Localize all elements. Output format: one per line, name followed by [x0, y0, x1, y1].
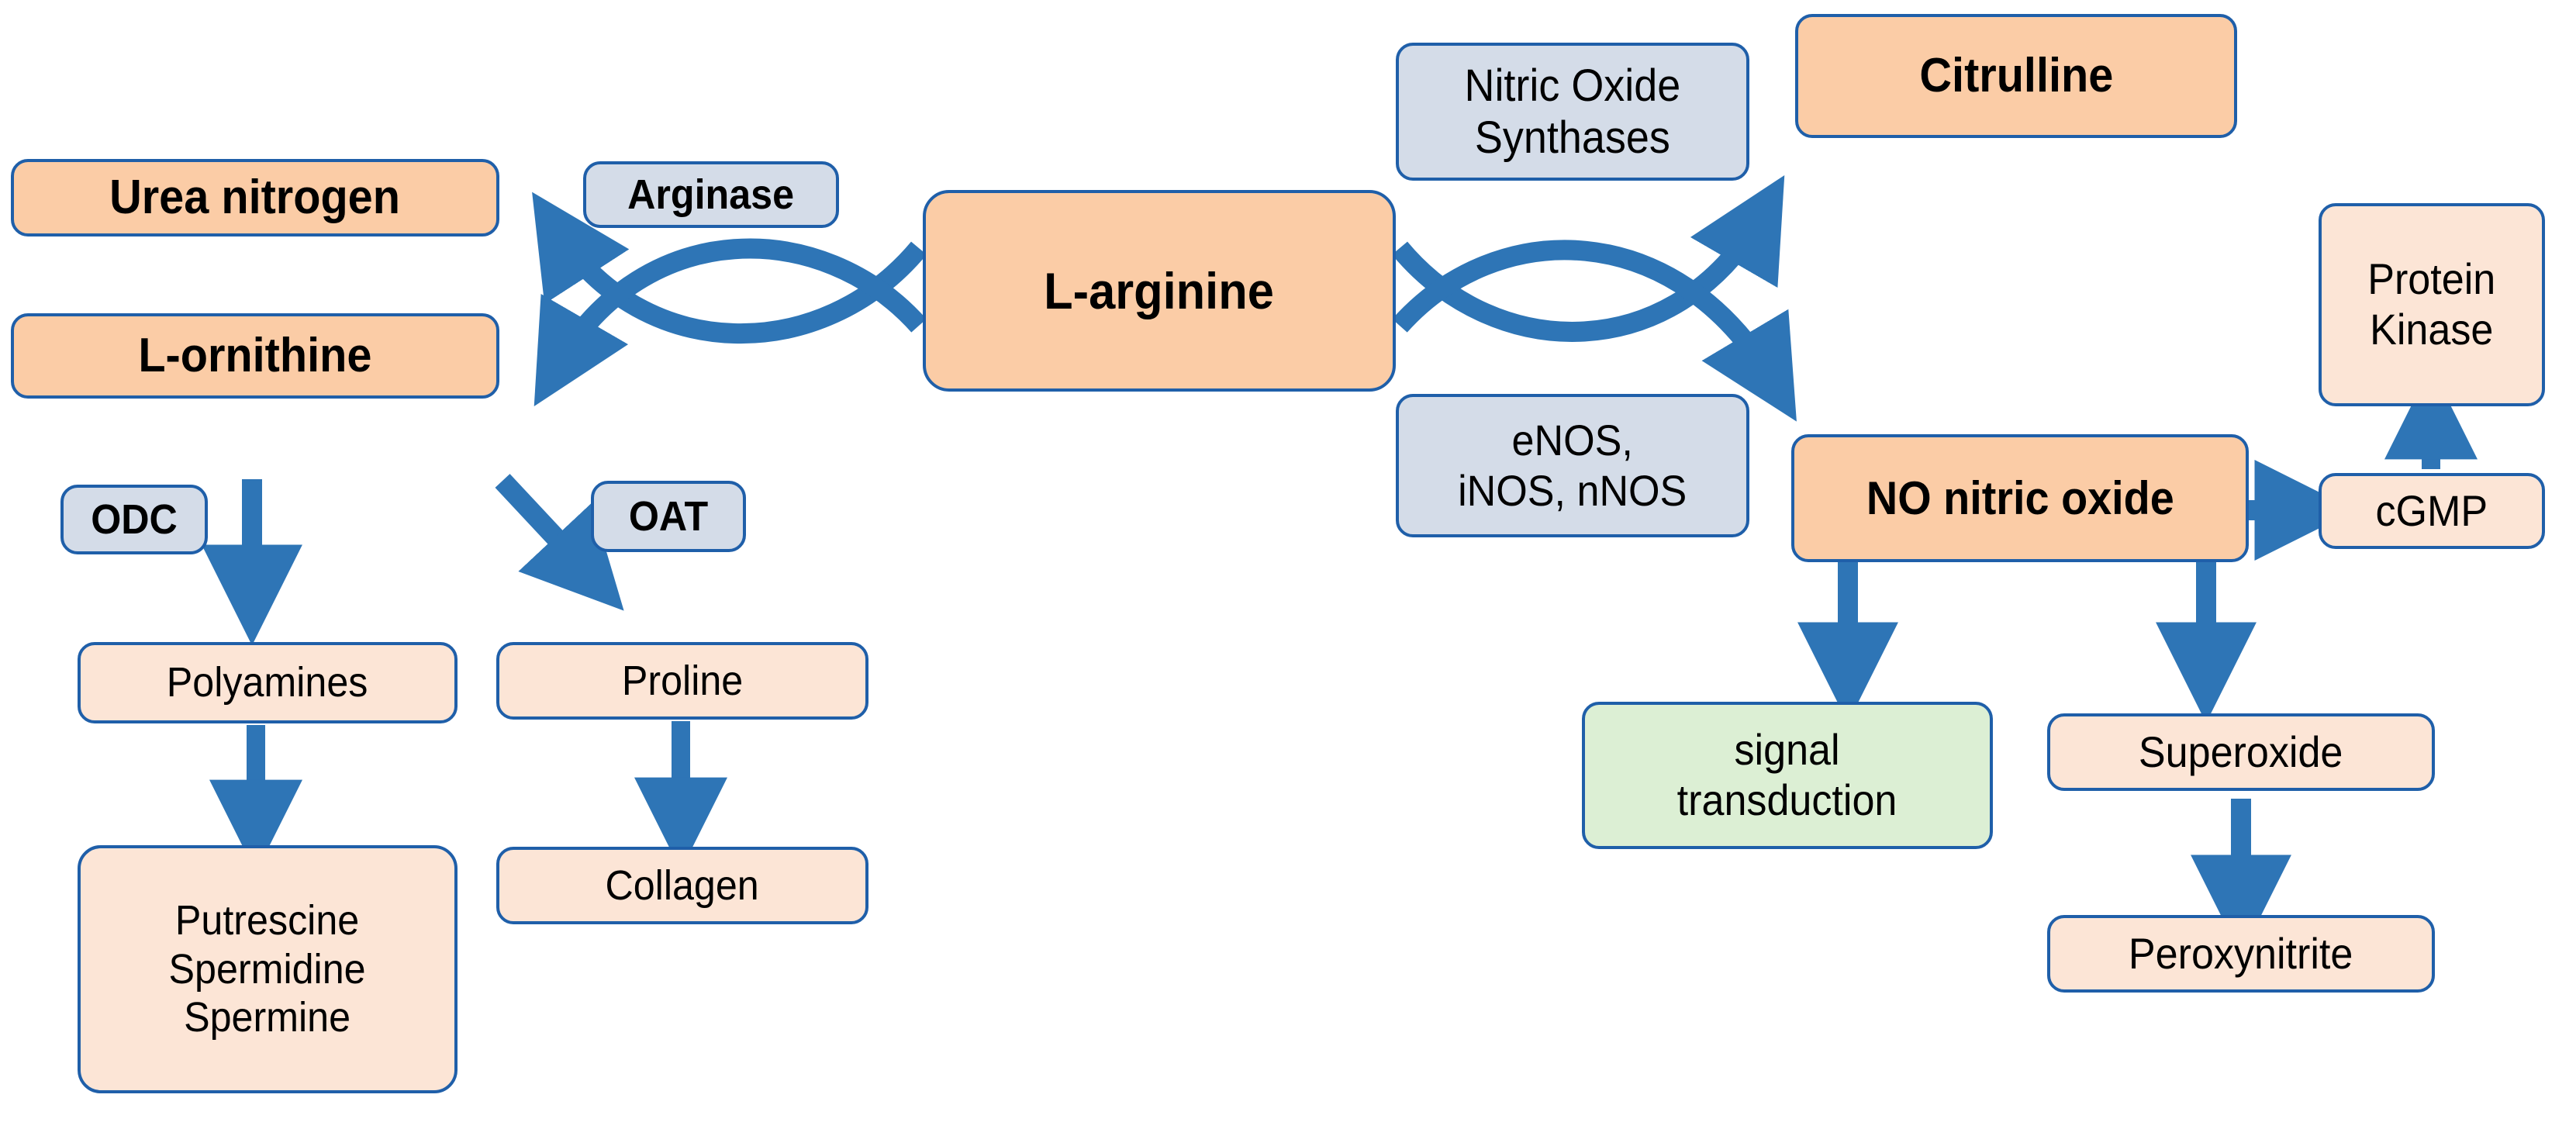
node-nos-isoforms-label: eNOS, iNOS, nNOS [1458, 415, 1687, 515]
node-nos-isoforms[interactable]: eNOS, iNOS, nNOS [1396, 394, 1749, 537]
node-oat[interactable]: OAT [591, 481, 746, 552]
node-no-nitric-oxide[interactable]: NO nitric oxide [1791, 434, 2249, 562]
arrow-arginine-to-citrulline [1392, 175, 1785, 342]
node-collagen[interactable]: Collagen [496, 847, 868, 924]
arrow-arginine-to-urea [532, 192, 927, 344]
node-peroxynitrite[interactable]: Peroxynitrite [2047, 915, 2435, 993]
node-polyamines[interactable]: Polyamines [78, 642, 458, 723]
node-signal-transduction[interactable]: signal transduction [1582, 702, 1993, 849]
node-superoxide[interactable]: Superoxide [2047, 713, 2435, 791]
node-citrulline-label: Citrulline [1919, 49, 2113, 103]
node-collagen-label: Collagen [605, 861, 760, 909]
node-putrescine-spermidine-spermine-label: Putrescine Spermidine Spermine [168, 897, 367, 1041]
node-cgmp-label: cGMP [2375, 485, 2488, 535]
node-putrescine-spermidine-spermine[interactable]: Putrescine Spermidine Spermine [78, 845, 458, 1093]
arrow-ornithine-to-proline [495, 474, 624, 611]
node-arginase-label: Arginase [627, 171, 795, 218]
arrow-arginine-to-no [1392, 240, 1797, 422]
node-oat-label: OAT [628, 492, 709, 540]
node-nitric-oxide-synthases-label: Nitric Oxide Synthases [1464, 60, 1681, 163]
node-signal-transduction-label: signal transduction [1677, 725, 1897, 824]
arrow-arginine-to-ornithine [534, 238, 927, 406]
node-arginase[interactable]: Arginase [583, 161, 839, 228]
node-l-arginine-label: L-arginine [1044, 261, 1275, 319]
node-l-arginine[interactable]: L-arginine [923, 190, 1396, 392]
node-superoxide-label: Superoxide [2139, 727, 2343, 776]
node-urea-nitrogen[interactable]: Urea nitrogen [11, 159, 499, 237]
node-urea-nitrogen-label: Urea nitrogen [109, 171, 401, 225]
node-proline[interactable]: Proline [496, 642, 868, 720]
node-no-nitric-oxide-label: NO nitric oxide [1866, 471, 2174, 524]
node-protein-kinase[interactable]: Protein Kinase [2319, 203, 2545, 406]
node-polyamines-label: Polyamines [167, 659, 368, 706]
node-cgmp[interactable]: cGMP [2319, 473, 2545, 549]
node-odc[interactable]: ODC [60, 485, 208, 554]
node-l-ornithine-label: L-ornithine [138, 329, 372, 383]
node-l-ornithine[interactable]: L-ornithine [11, 313, 499, 399]
node-citrulline[interactable]: Citrulline [1795, 14, 2237, 138]
node-odc-label: ODC [91, 495, 178, 543]
node-protein-kinase-label: Protein Kinase [2367, 254, 2496, 354]
node-proline-label: Proline [621, 657, 744, 704]
node-nitric-oxide-synthases[interactable]: Nitric Oxide Synthases [1396, 43, 1749, 181]
node-peroxynitrite-label: Peroxynitrite [2129, 928, 2353, 978]
